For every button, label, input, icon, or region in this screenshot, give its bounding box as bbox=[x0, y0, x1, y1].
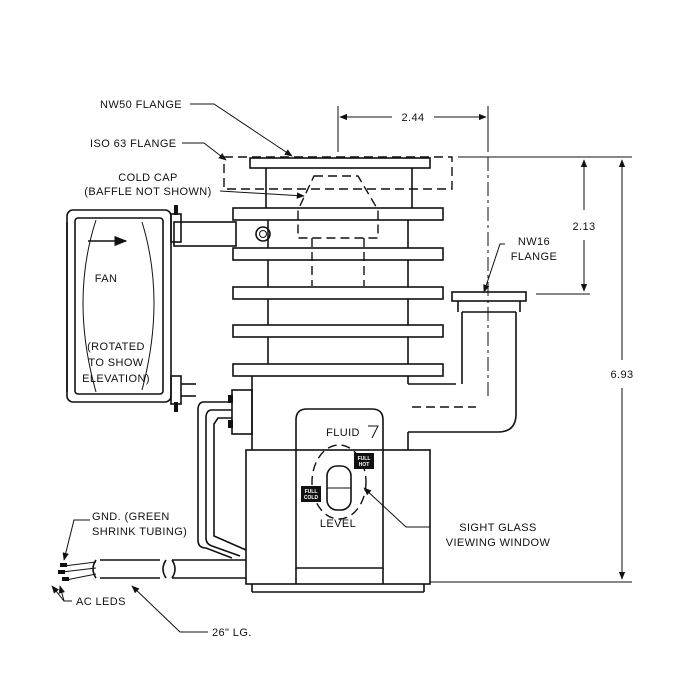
cooling-fin-5 bbox=[232, 363, 444, 377]
foreline-elbow bbox=[407, 291, 527, 450]
fluid-symbol bbox=[368, 425, 379, 439]
fan-clamp-bottom bbox=[170, 375, 182, 405]
cooling-fin-3 bbox=[232, 286, 444, 300]
cooling-fin-2 bbox=[232, 247, 444, 261]
fan-label: FAN bbox=[95, 273, 118, 285]
fan-assembly: FAN (ROTATED TO SHOW ELEVATION) bbox=[66, 205, 196, 412]
cord-strain-relief bbox=[231, 389, 253, 435]
fluid-label: FLUID bbox=[326, 427, 360, 439]
nw50-flange-label: NW50 FLANGE bbox=[100, 99, 182, 111]
dimension-height-inlet: 2.13 bbox=[458, 156, 632, 295]
nw16-label-line1: NW16 bbox=[518, 236, 550, 248]
internal-hidden-lines bbox=[297, 157, 489, 408]
callout-labels: NW50 FLANGE ISO 63 FLANGE COLD CAP (BAFF… bbox=[76, 99, 557, 639]
ac-leads-label: AC LEDS bbox=[76, 596, 126, 608]
fan-clamp-top bbox=[170, 213, 182, 243]
full-cold-line2: COLD bbox=[304, 495, 319, 501]
rotated-label-line2: TO SHOW bbox=[88, 357, 143, 369]
nw16-label-line2: FLANGE bbox=[511, 251, 557, 263]
dimension-2-13-label: 2.13 bbox=[572, 221, 595, 233]
full-hot-marker bbox=[354, 453, 374, 469]
rotated-label-line3: ELEVATION) bbox=[82, 373, 150, 385]
pump-body bbox=[173, 156, 456, 593]
iso63-flange-outline bbox=[223, 156, 453, 190]
iso63-flange-label: ISO 63 FLANGE bbox=[90, 138, 177, 150]
rotated-label-line1: (ROTATED bbox=[87, 341, 145, 353]
full-cold-line1: FULL bbox=[305, 489, 318, 495]
nw50-flange-plate bbox=[249, 157, 431, 169]
dimension-6-93-label: 6.93 bbox=[610, 369, 633, 381]
dimension-2-44-label: 2.44 bbox=[401, 112, 424, 124]
sight-glass-panel: FULL HOT FULL COLD FLUID LEVEL bbox=[295, 408, 384, 584]
nw16-flange-plate bbox=[451, 291, 527, 302]
cold-cap-label-line2: (BAFFLE NOT SHOWN) bbox=[84, 186, 211, 198]
cold-cap-label-line1: COLD CAP bbox=[118, 172, 177, 184]
fan-mount-bolt bbox=[255, 226, 271, 242]
full-hot-line1: FULL bbox=[358, 456, 371, 462]
full-hot-line2: HOT bbox=[359, 462, 370, 468]
dimension-width-top: 2.44 bbox=[337, 106, 489, 152]
cable-length-label: 26" LG. bbox=[212, 627, 252, 639]
gnd-label-line2: SHRINK TUBING) bbox=[92, 526, 187, 538]
dimension-height-total: 6.93 bbox=[430, 159, 633, 583]
sight-glass-label-line1: SIGHT GLASS bbox=[459, 522, 537, 534]
cooling-fin-4 bbox=[232, 324, 444, 338]
cooling-fin-1 bbox=[232, 207, 444, 221]
gnd-label-line1: GND. (GREEN bbox=[92, 511, 170, 523]
pump-base bbox=[245, 449, 431, 585]
callout-leaders bbox=[51, 103, 505, 633]
power-cord bbox=[58, 389, 253, 581]
full-cold-marker bbox=[301, 486, 321, 502]
level-label: LEVEL bbox=[320, 518, 356, 530]
sight-glass-label-line2: VIEWING WINDOW bbox=[446, 537, 551, 549]
sight-glass-window bbox=[311, 444, 367, 520]
